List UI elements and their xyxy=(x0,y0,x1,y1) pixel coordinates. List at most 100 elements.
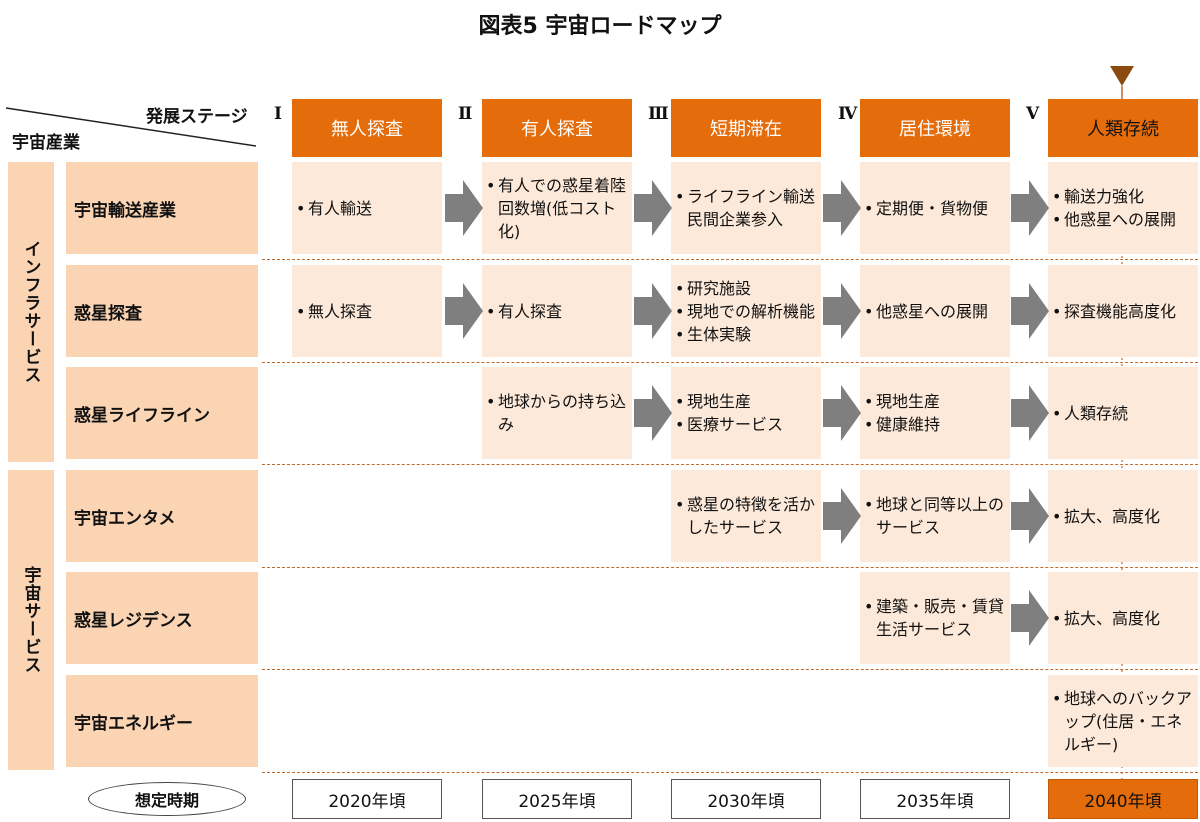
timeline-year-1: 2020年頃 xyxy=(292,779,442,819)
cell-item: ライフライン輸送民間企業参入 xyxy=(675,185,815,231)
row-label-text: 惑星レジデンス xyxy=(74,610,193,631)
stage-label: 発展ステージ xyxy=(146,107,248,127)
stage-roman-numeral: Ⅳ xyxy=(838,104,858,124)
row-label: 惑星レジデンス xyxy=(66,572,258,664)
row-label: 宇宙輸送産業 xyxy=(66,162,258,254)
timeline-year-4: 2035年頃 xyxy=(860,779,1010,819)
cell-item: 拡大、高度化 xyxy=(1052,607,1192,630)
row-label-text: 宇宙輸送産業 xyxy=(74,200,176,221)
cell-item: 有人探査 xyxy=(486,300,626,323)
timeline-label: 想定時期 xyxy=(88,782,246,816)
stage-header-3: 短期滞在 xyxy=(671,99,821,157)
cell-item: 生体実験 xyxy=(675,323,815,346)
roadmap-cell: 建築・販売・賃貸生活サービス xyxy=(860,572,1010,664)
roadmap-cell: 地球からの持ち込み xyxy=(482,367,632,459)
row-label: 惑星探査 xyxy=(66,265,258,357)
current-stage-marker-icon xyxy=(1110,66,1134,779)
roadmap-cell: 地球と同等以上のサービス xyxy=(860,470,1010,562)
stage-header-2: 有人探査 xyxy=(482,99,632,157)
stage-roman-numeral: Ⅱ xyxy=(458,104,473,124)
stage-roman-numeral: Ⅲ xyxy=(648,104,669,124)
progression-arrow-icon xyxy=(1011,283,1049,339)
progression-arrow-icon xyxy=(445,180,483,236)
roadmap-cell: 輸送力強化他惑星への展開 xyxy=(1048,162,1198,254)
cell-item: 輸送力強化 xyxy=(1052,185,1192,208)
progression-arrow-icon xyxy=(823,488,861,544)
cell-item: 有人輸送 xyxy=(296,197,436,220)
cell-item: 人類存続 xyxy=(1052,402,1192,425)
roadmap-cell: 惑星の特徴を活かしたサービス xyxy=(671,470,821,562)
progression-arrow-icon xyxy=(445,283,483,339)
row-label-text: 宇宙エネルギー xyxy=(74,713,193,734)
header-diagonal xyxy=(5,107,257,147)
progression-arrow-icon xyxy=(634,385,672,441)
cell-item: 他惑星への展開 xyxy=(864,300,1004,323)
category-space-service: 宇宙サービス xyxy=(8,470,54,770)
page-title: 図表5 宇宙ロードマップ xyxy=(478,14,722,39)
stage-roman-numeral: Ⅴ xyxy=(1026,104,1040,124)
category-infra: インフラサービス xyxy=(8,162,54,462)
row-separator xyxy=(262,567,1198,568)
timeline-year-2: 2025年頃 xyxy=(482,779,632,819)
progression-arrow-icon xyxy=(1011,385,1049,441)
stage-roman-numeral: Ⅰ xyxy=(274,104,282,124)
category-space-service-label: 宇宙サービス xyxy=(20,566,41,674)
cell-item: 他惑星への展開 xyxy=(1052,208,1192,231)
cell-item: 地球へのバックアップ(住居・エネルギー) xyxy=(1052,687,1192,756)
cell-item: 地球からの持ち込み xyxy=(486,390,626,436)
progression-arrow-icon xyxy=(823,283,861,339)
progression-arrow-icon xyxy=(634,283,672,339)
cell-item: 探査機能高度化 xyxy=(1052,300,1192,323)
stage-header-5: 人類存続 xyxy=(1048,99,1198,157)
roadmap-cell: 無人探査 xyxy=(292,265,442,357)
cell-item: 無人探査 xyxy=(296,300,436,323)
row-label: 宇宙エンタメ xyxy=(66,470,258,562)
roadmap-cell: 有人探査 xyxy=(482,265,632,357)
cell-item: 健康維持 xyxy=(864,413,1004,436)
roadmap-cell: 他惑星への展開 xyxy=(860,265,1010,357)
roadmap-cell: 拡大、高度化 xyxy=(1048,572,1198,664)
industry-label: 宇宙産業 xyxy=(12,133,80,153)
cell-item: 現地生産 xyxy=(864,390,1004,413)
roadmap-cell: 探査機能高度化 xyxy=(1048,265,1198,357)
progression-arrow-icon xyxy=(823,180,861,236)
progression-arrow-icon xyxy=(634,180,672,236)
progression-arrow-icon xyxy=(823,385,861,441)
cell-item: 医療サービス xyxy=(675,413,815,436)
cell-item: 拡大、高度化 xyxy=(1052,505,1192,528)
row-separator xyxy=(262,362,1198,363)
row-label-text: 宇宙エンタメ xyxy=(74,508,176,529)
row-separator xyxy=(262,464,1198,465)
progression-arrow-icon xyxy=(1011,590,1049,646)
category-infra-label: インフラサービス xyxy=(20,240,41,384)
row-separator xyxy=(262,772,1198,773)
roadmap-cell: 現地生産医療サービス xyxy=(671,367,821,459)
cell-item: 惑星の特徴を活かしたサービス xyxy=(675,493,815,539)
roadmap-cell: 現地生産健康維持 xyxy=(860,367,1010,459)
roadmap-cell: ライフライン輸送民間企業参入 xyxy=(671,162,821,254)
row-label-text: 惑星探査 xyxy=(74,303,142,324)
roadmap-cell: 拡大、高度化 xyxy=(1048,470,1198,562)
row-label: 惑星ライフライン xyxy=(66,367,258,459)
roadmap-cell: 有人輸送 xyxy=(292,162,442,254)
roadmap-cell: 研究施設現地での解析機能生体実験 xyxy=(671,265,821,357)
cell-item: 現地生産 xyxy=(675,390,815,413)
roadmap-cell: 定期便・貨物便 xyxy=(860,162,1010,254)
roadmap-cell: 有人での惑星着陸回数増(低コスト化) xyxy=(482,162,632,254)
cell-item: 現地での解析機能 xyxy=(675,300,815,323)
cell-item: 研究施設 xyxy=(675,277,815,300)
timeline-year-5: 2040年頃 xyxy=(1048,779,1198,819)
progression-arrow-icon xyxy=(1011,180,1049,236)
cell-item: 建築・販売・賃貸生活サービス xyxy=(864,595,1004,641)
roadmap-cell: 人類存続 xyxy=(1048,367,1198,459)
cell-item: 定期便・貨物便 xyxy=(864,197,1004,220)
cell-item: 有人での惑星着陸回数増(低コスト化) xyxy=(486,174,626,243)
stage-header-4: 居住環境 xyxy=(860,99,1010,157)
row-label: 宇宙エネルギー xyxy=(66,675,258,767)
cell-item: 地球と同等以上のサービス xyxy=(864,493,1004,539)
progression-arrow-icon xyxy=(1011,488,1049,544)
roadmap-cell: 地球へのバックアップ(住居・エネルギー) xyxy=(1048,675,1198,767)
timeline-year-3: 2030年頃 xyxy=(671,779,821,819)
row-separator xyxy=(262,259,1198,260)
stage-header-1: 無人探査 xyxy=(292,99,442,157)
